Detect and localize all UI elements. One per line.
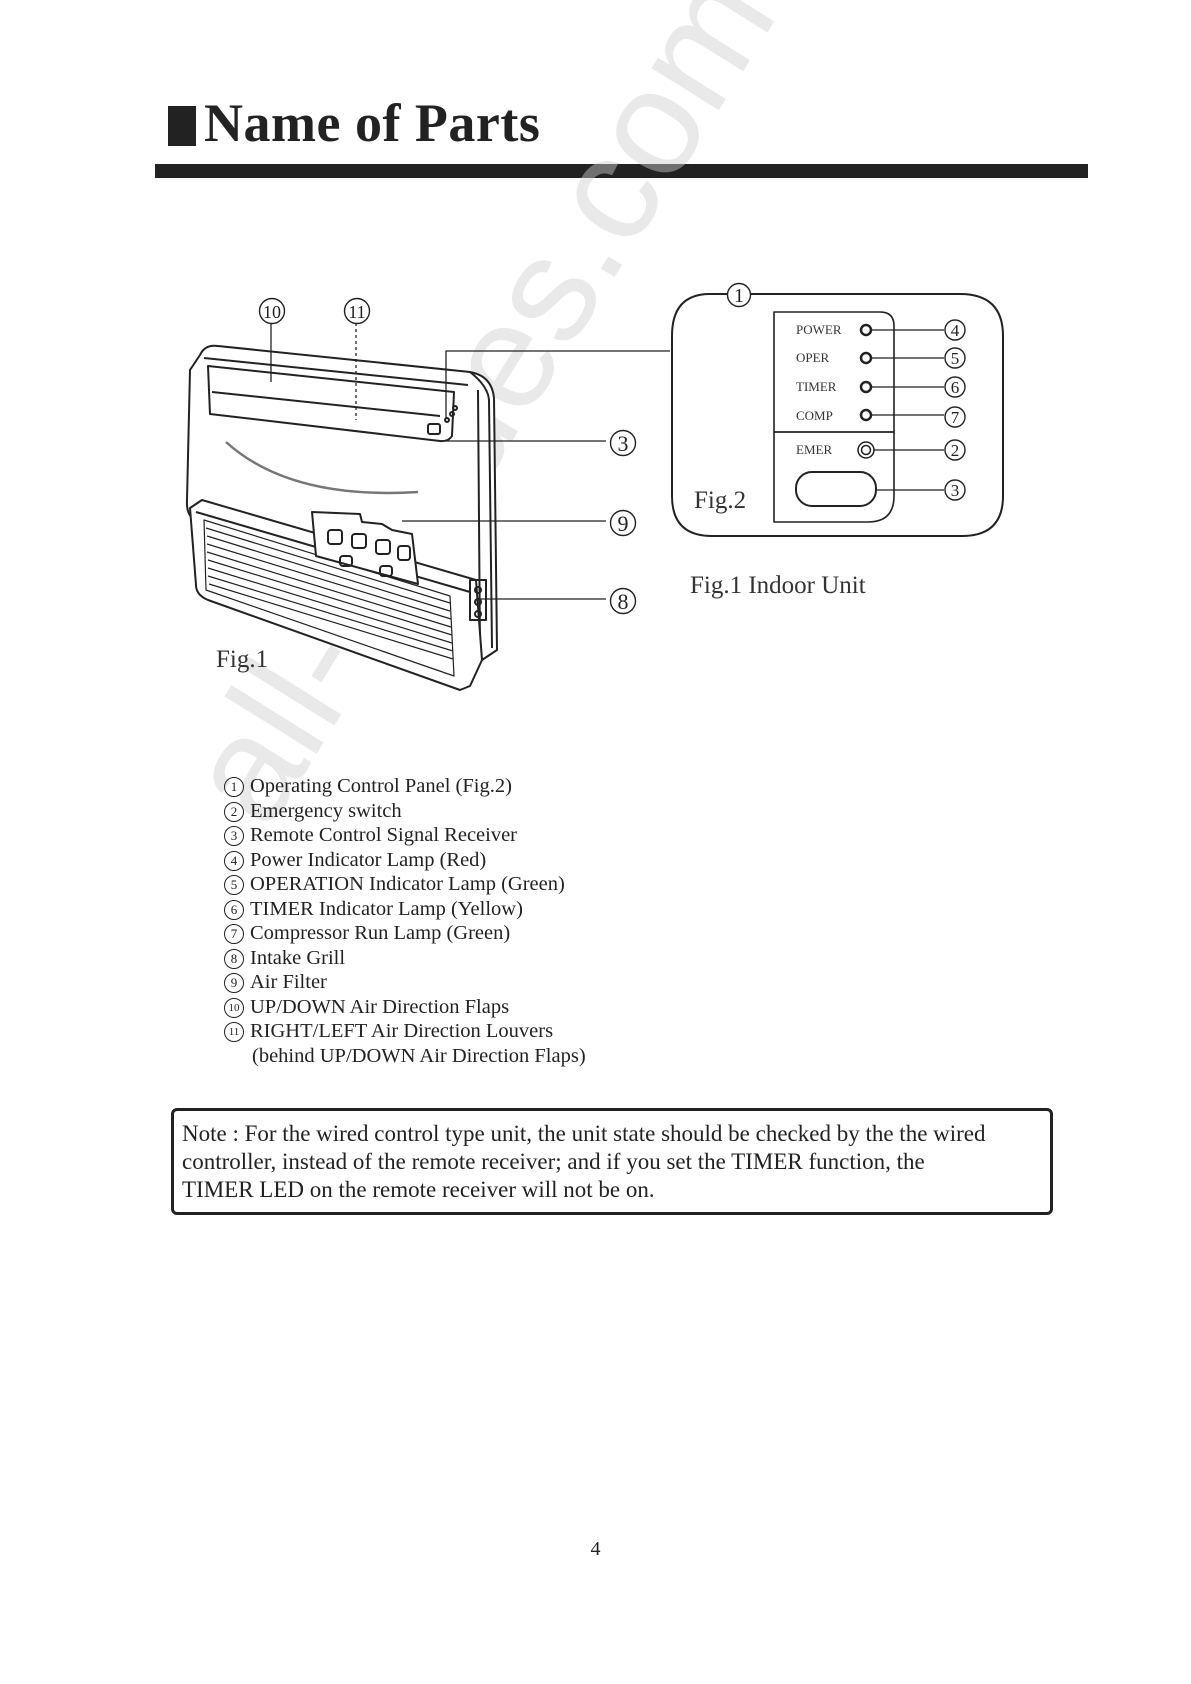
parts-list: 1 Operating Control Panel (Fig.2) 2 Emerge… <box>224 774 586 1068</box>
part-text: Emergency switch <box>250 799 402 822</box>
list-item: 2 Emergency switch <box>224 799 586 824</box>
list-item: 6 TIMER Indicator Lamp (Yellow) <box>224 897 586 922</box>
panel-oper-label: OPER <box>796 350 830 365</box>
list-item: 3 Remote Control Signal Receiver <box>224 823 586 848</box>
callout-9-text: 9 <box>618 511 629 536</box>
callout-3 <box>609 429 637 457</box>
part-text: Remote Control Signal Receiver <box>250 824 518 846</box>
page-heading: Name of Parts <box>168 96 540 150</box>
callout-6 <box>944 376 966 398</box>
part-number: 6 <box>224 899 244 920</box>
fig1-label: Fig.1 <box>216 646 269 673</box>
panel-timer-label: TIMER <box>796 379 837 394</box>
indoor-unit-figure: 10 11 3 9 8 1 4 5 6 7 2 3 POWER OPER TIM… <box>185 282 1004 691</box>
callout-2 <box>944 439 966 461</box>
callout-6-text: 6 <box>951 378 960 397</box>
part-text: Power Indicator Lamp (Red) <box>250 848 487 871</box>
figure-caption: Fig.1 Indoor Unit <box>690 572 866 599</box>
heading-square-icon <box>168 106 196 146</box>
callout-11 <box>343 297 371 325</box>
panel-power-label: POWER <box>796 322 842 337</box>
part-number: 1 <box>224 777 244 797</box>
page-number: 4 <box>590 1538 601 1560</box>
list-item-continuation: (behind UP/DOWN Air Direction Flaps) <box>224 1044 586 1069</box>
list-item: 4 Power Indicator Lamp (Red) <box>224 848 586 873</box>
callout-8-text: 8 <box>618 589 629 614</box>
list-item: 9 Air Filter <box>224 970 586 995</box>
callout-3-text: 3 <box>618 431 629 456</box>
callout-9 <box>609 509 637 537</box>
part-number: 10 <box>224 997 244 1018</box>
intake-grill <box>189 499 483 691</box>
fig2-label: Fig.2 <box>694 487 747 514</box>
part-number: 4 <box>224 850 244 871</box>
list-item: 11 RIGHT/LEFT Air Direction Louvers <box>224 1019 586 1044</box>
callout-7 <box>944 406 966 428</box>
callout-2-text: 2 <box>951 441 960 460</box>
part-text: UP/DOWN Air Direction Flaps <box>250 995 510 1018</box>
part-number: 3 <box>224 826 244 846</box>
part-text: OPERATION Indicator Lamp (Green) <box>250 873 565 895</box>
list-item: 5 OPERATION Indicator Lamp (Green) <box>224 872 586 897</box>
part-number: 5 <box>224 875 244 895</box>
heading-rule <box>155 164 1088 178</box>
callout-1 <box>726 282 752 308</box>
callout-4 <box>944 319 966 341</box>
part-number: 2 <box>224 801 244 822</box>
callout-3b-text: 3 <box>951 481 960 500</box>
note-line-3: TIMER LED on the remote receiver will no… <box>182 1177 655 1202</box>
callout-10 <box>258 297 286 325</box>
panel-emer-label: EMER <box>796 442 832 457</box>
list-item: 8 Intake Grill <box>224 946 586 971</box>
part-number: 7 <box>224 924 244 944</box>
part-text: Air Filter <box>250 971 327 993</box>
part-number: 11 <box>224 1022 244 1042</box>
fig2-frame <box>671 293 1004 537</box>
callout-4-text: 4 <box>951 321 960 340</box>
part-text: Compressor Run Lamp (Green) <box>250 922 511 944</box>
page-title: Name of Parts <box>204 93 541 153</box>
callout-5 <box>944 347 966 369</box>
part-text: Intake Grill <box>250 946 346 969</box>
list-item: 1 Operating Control Panel (Fig.2) <box>224 774 586 799</box>
callout-3b <box>944 479 966 501</box>
part-text-continuation: (behind UP/DOWN Air Direction Flaps) <box>252 1044 586 1067</box>
list-item: 7 Compressor Run Lamp (Green) <box>224 921 586 946</box>
part-text: RIGHT/LEFT Air Direction Louvers <box>250 1020 554 1042</box>
part-text: Operating Control Panel (Fig.2) <box>250 775 512 797</box>
note-box: Note : For the wired control type unit, … <box>171 1108 1053 1215</box>
note-line-1: Note : For the wired control type unit, … <box>182 1121 986 1146</box>
part-number: 8 <box>224 948 244 969</box>
note-line-2: controller, instead of the remote receiv… <box>182 1149 925 1174</box>
list-item: 10 UP/DOWN Air Direction Flaps <box>224 995 586 1020</box>
callout-7-text: 7 <box>951 408 960 427</box>
callout-8 <box>609 587 637 615</box>
panel-comp-label: COMP <box>796 408 833 423</box>
callout-5-text: 5 <box>951 349 960 368</box>
part-text: TIMER Indicator Lamp (Yellow) <box>250 897 523 920</box>
callout-10-text: 10 <box>263 302 281 322</box>
callout-1-text: 1 <box>734 285 744 307</box>
callout-11-text: 11 <box>348 302 365 322</box>
part-number: 9 <box>224 973 244 993</box>
